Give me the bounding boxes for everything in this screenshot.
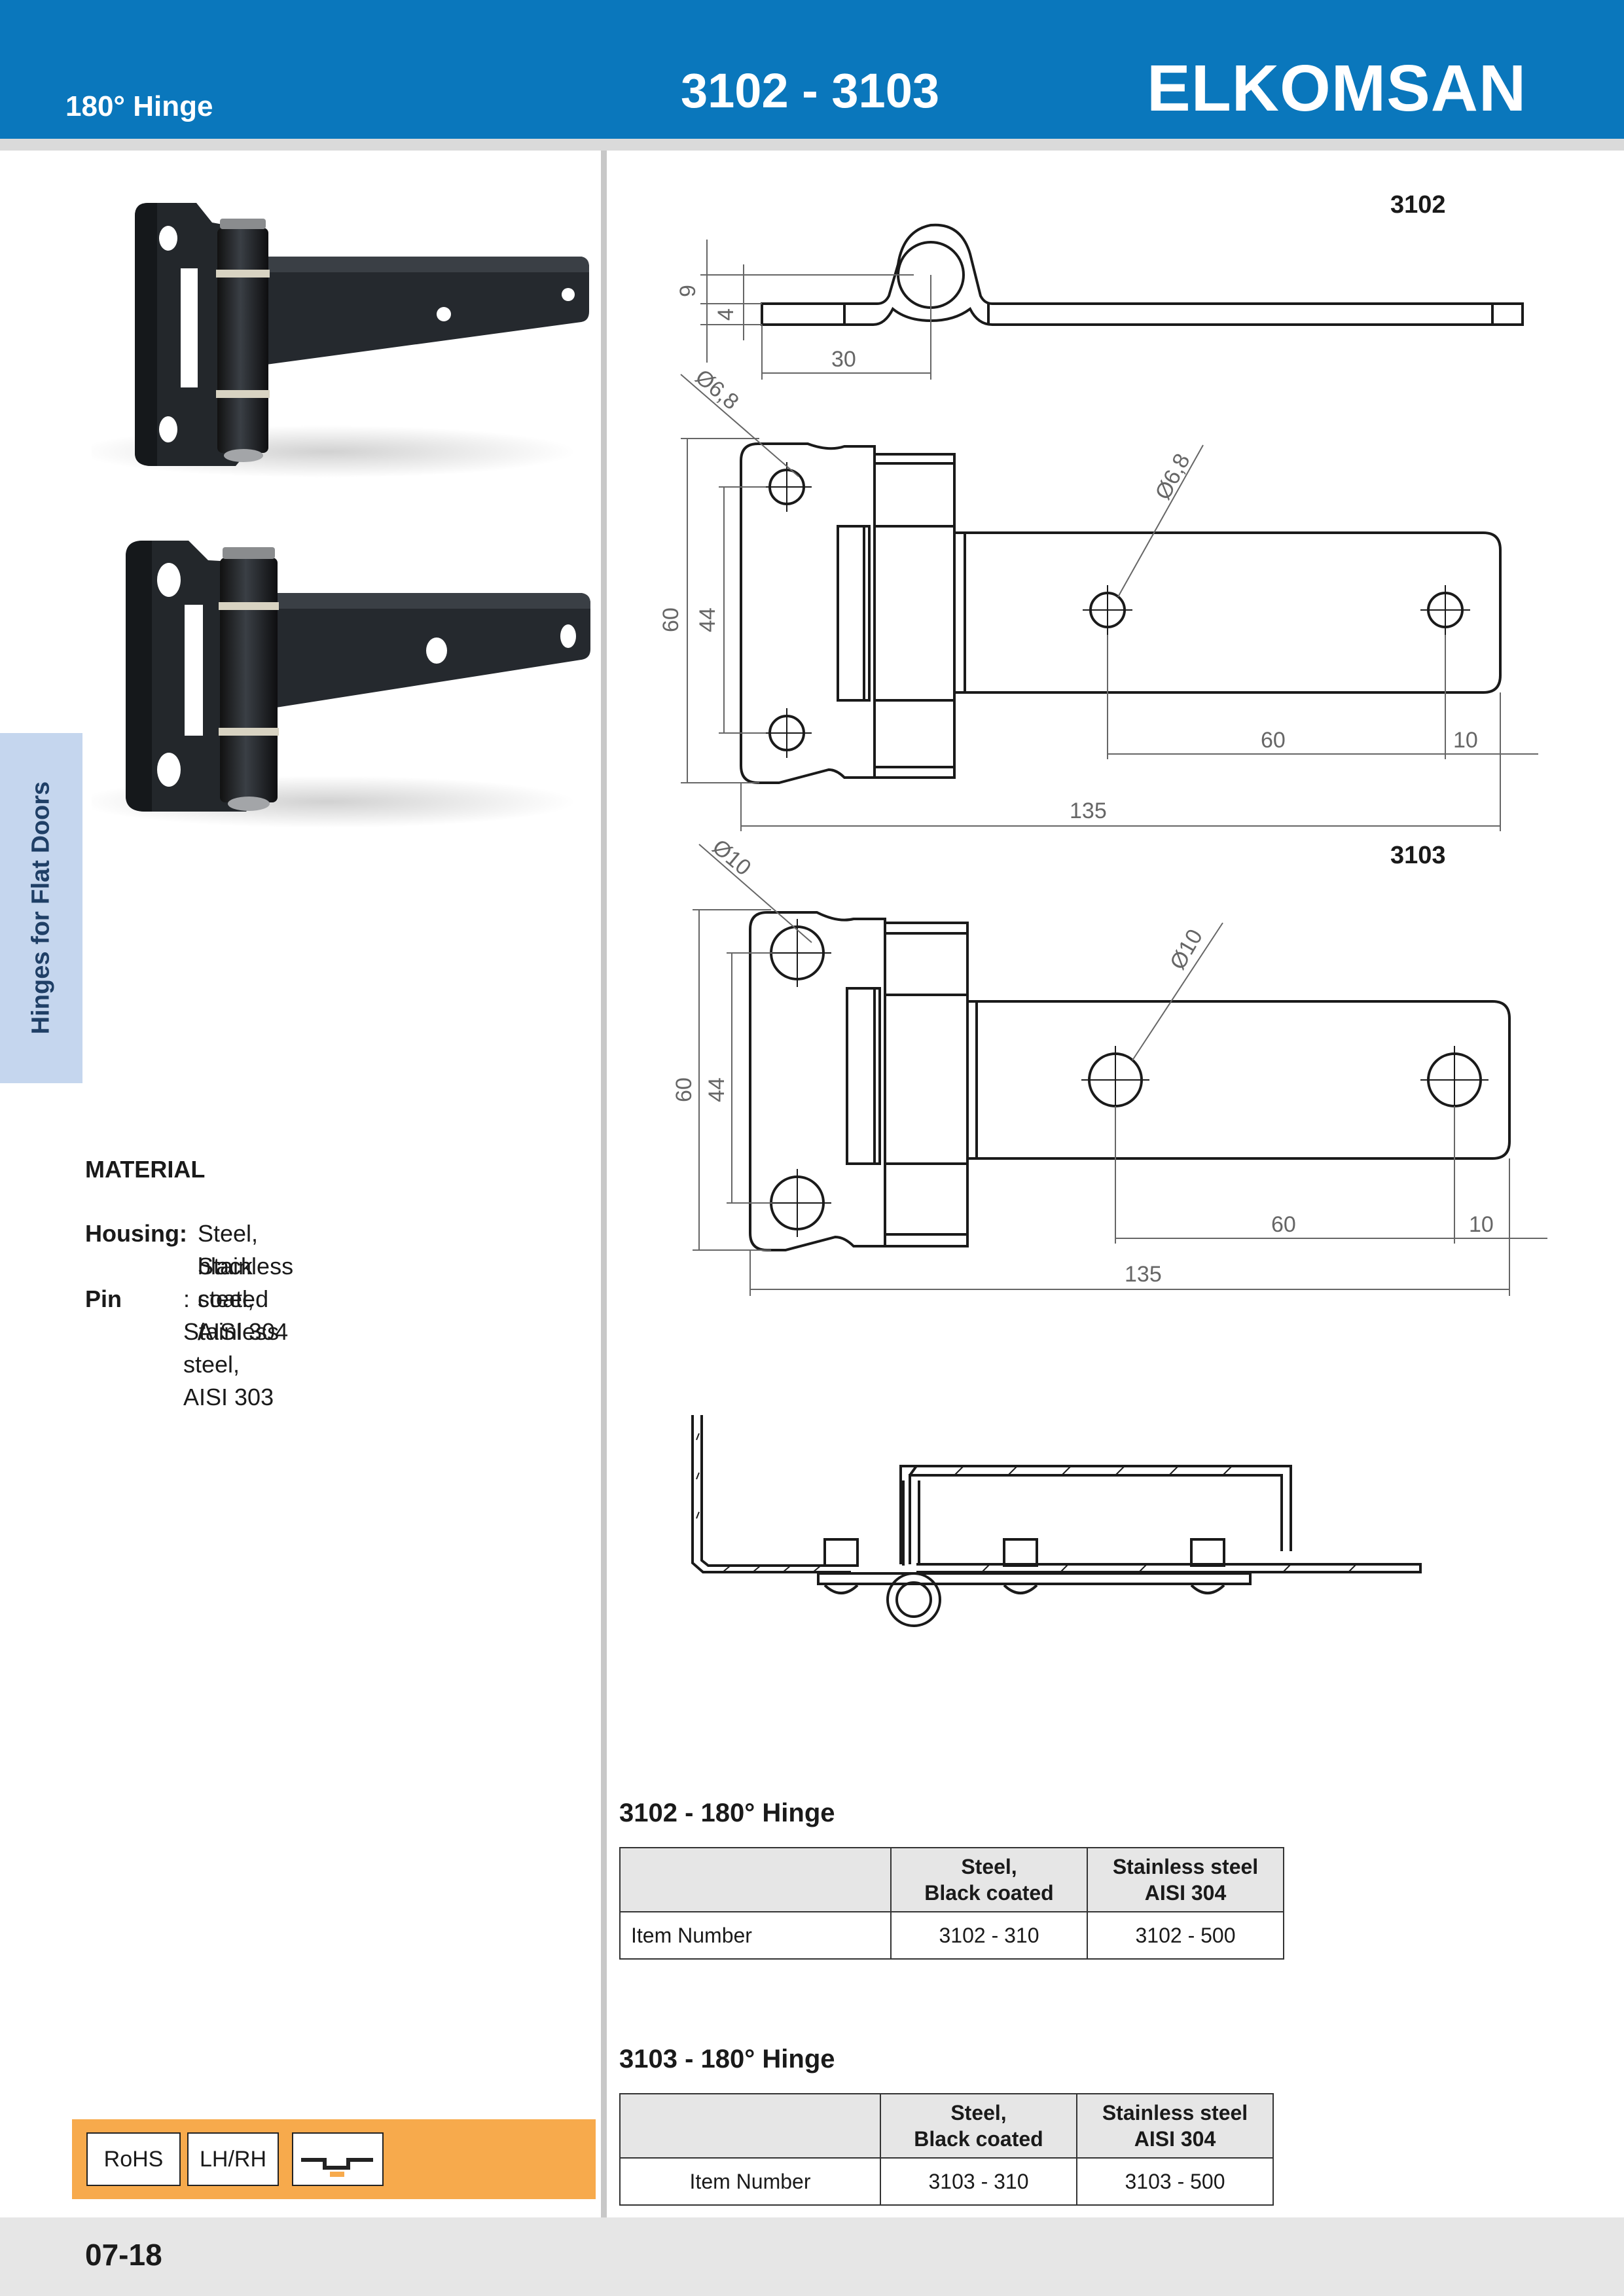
model-label-3103: 3103 bbox=[1390, 842, 1446, 869]
row-label: Item Number bbox=[619, 1911, 892, 1960]
technical-drawing: 9 4 30 bbox=[659, 223, 1547, 1627]
lh-rh-badge: LH/RH bbox=[187, 2132, 279, 2186]
certification-badge-bar: RoHS LH/RH bbox=[72, 2119, 596, 2199]
table-title: 3103 - 180° Hinge bbox=[619, 2045, 835, 2073]
table-header-cell bbox=[619, 1847, 892, 1912]
material-value: Steel, black coated / bbox=[198, 1220, 269, 1345]
table-header-cell: Steel, Black coated bbox=[880, 2093, 1077, 2159]
dim-hole-spacing: 44 bbox=[695, 607, 720, 632]
material-row: Stainless steel, AISI 304 bbox=[85, 1250, 293, 1345]
item-number-cell: 3103 - 310 bbox=[880, 2157, 1077, 2206]
dim-hole-b: Ø10 bbox=[1165, 925, 1208, 974]
item-number-table-3103: Steel, Black coated Stainless steel AISI… bbox=[619, 2093, 1274, 2206]
material-row: Housing: Steel, black coated / bbox=[85, 1217, 268, 1345]
dim-hole-b: Ø6,8 bbox=[1151, 450, 1195, 504]
category-label: Hinges for Flat Doors bbox=[27, 781, 55, 1035]
table-header-row: Steel, Black coated Stainless steel AISI… bbox=[619, 1847, 1284, 1912]
item-number-cell: 3102 - 310 bbox=[890, 1911, 1088, 1960]
table-title: 3102 - 180° Hinge bbox=[619, 1799, 835, 1827]
dim-hole-a: Ø6,8 bbox=[691, 365, 744, 414]
dim-edge: 10 bbox=[1469, 1212, 1494, 1237]
material-key: Housing: bbox=[85, 1220, 187, 1247]
product-photo-3102 bbox=[92, 203, 589, 478]
header-bar: 180° Hinge 3102 - 3103 ELKOMSAN bbox=[0, 0, 1624, 139]
item-number-cell: 3102 - 500 bbox=[1087, 1911, 1284, 1960]
dim-hole-distance: 60 bbox=[1271, 1212, 1296, 1237]
table-header-cell: Stainless steel AISI 304 bbox=[1076, 2093, 1274, 2159]
material-row: Pin : Stainless steel, AISI 303 bbox=[85, 1283, 279, 1410]
table-header-row: Steel, Black coated Stainless steel AISI… bbox=[619, 2093, 1274, 2159]
dim-length: 135 bbox=[1070, 798, 1107, 823]
header-shadow bbox=[0, 139, 1624, 151]
material-key: Pin bbox=[85, 1285, 122, 1312]
dim-hole-spacing: 44 bbox=[704, 1077, 729, 1102]
header-product-code: 3102 - 3103 bbox=[681, 63, 940, 118]
footer-bar bbox=[0, 2217, 1624, 2296]
material-title: MATERIAL bbox=[85, 1156, 206, 1183]
mounting-profile-icon bbox=[292, 2132, 384, 2186]
brand-logo: ELKOMSAN bbox=[1147, 52, 1527, 125]
material-spec: MATERIAL Housing: Steel, black coated / … bbox=[85, 1153, 293, 1410]
dim-thickness: 4 bbox=[713, 308, 738, 321]
table-header-cell: Steel, Black coated bbox=[890, 1847, 1088, 1912]
item-number-cell: 3103 - 500 bbox=[1076, 2157, 1274, 2206]
material-value: : Stainless steel, AISI 303 bbox=[183, 1285, 280, 1410]
dim-hole-a: Ø10 bbox=[708, 834, 756, 880]
category-side-tab: Hinges for Flat Doors bbox=[0, 733, 82, 1083]
item-number-table-3102: Steel, Black coated Stainless steel AISI… bbox=[619, 1847, 1284, 1960]
dim-total-height: 60 bbox=[672, 1077, 696, 1102]
material-value: Stainless steel, AISI 304 bbox=[198, 1253, 294, 1345]
dim-offset: 30 bbox=[831, 347, 856, 372]
column-divider bbox=[601, 151, 607, 2217]
rohs-badge: RoHS bbox=[86, 2132, 181, 2186]
table-row: Item Number 3103 - 310 3103 - 500 bbox=[619, 2157, 1274, 2206]
dim-total-height: 60 bbox=[659, 607, 683, 632]
table-header-cell: Stainless steel AISI 304 bbox=[1087, 1847, 1284, 1912]
page-number: 07-18 bbox=[85, 2238, 162, 2272]
dim-height: 9 bbox=[676, 285, 700, 297]
dim-edge: 10 bbox=[1453, 728, 1478, 753]
table-row: Item Number 3102 - 310 3102 - 500 bbox=[619, 1911, 1284, 1960]
product-photo-3103 bbox=[92, 541, 590, 828]
header-subtitle: 180° Hinge bbox=[65, 90, 213, 122]
row-label: Item Number bbox=[619, 2157, 881, 2206]
model-label-3102: 3102 bbox=[1390, 191, 1446, 219]
dim-hole-distance: 60 bbox=[1261, 728, 1286, 753]
dim-length: 135 bbox=[1125, 1262, 1162, 1287]
table-header-cell bbox=[619, 2093, 881, 2159]
